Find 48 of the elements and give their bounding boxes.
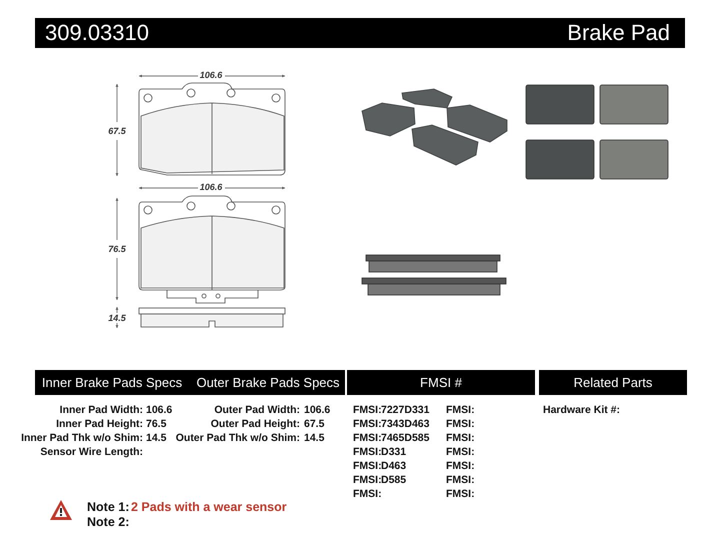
fmsi-value: 7227D331 [381, 405, 430, 416]
fmsi-label: FMSI: [446, 475, 475, 486]
dimension-label: 14.5 [108, 314, 126, 323]
fmsi-value: D331 [381, 447, 406, 458]
dimension-label: 106.6 [200, 183, 222, 192]
fmsi-label: FMSI: [446, 461, 475, 472]
fmsi-label: FMSI: [353, 419, 382, 430]
fmsi-label: FMSI: [446, 489, 475, 500]
spec-label: Outer Pad Width: [214, 405, 300, 416]
spec-value: 106.6 [304, 405, 330, 416]
column-header: Related Parts [574, 376, 652, 389]
fmsi-value: 7343D463 [381, 419, 430, 430]
spec-value: 14.5 [304, 433, 324, 444]
fmsi-value: D463 [381, 461, 406, 472]
note-text: 2 Pads with a wear sensor [131, 501, 287, 514]
dimension-label: 106.6 [200, 71, 222, 80]
spec-label: Inner Pad Height: [56, 419, 143, 430]
fmsi-value: 7465D585 [381, 433, 430, 444]
dimension-label: 76.5 [108, 245, 126, 254]
note-label: Note 1: [87, 501, 130, 514]
fmsi-label: FMSI: [446, 447, 475, 458]
fmsi-label: FMSI: [353, 405, 382, 416]
spec-value: 67.5 [304, 419, 324, 430]
fmsi-label: FMSI: [446, 405, 475, 416]
spec-label: Outer Pad Height: [210, 419, 300, 430]
column-header: FMSI # [420, 376, 462, 389]
spec-value: 76.5 [146, 419, 166, 430]
spec-value: 106.6 [146, 405, 172, 416]
product-title: Brake Pad [567, 22, 670, 44]
fmsi-label: FMSI: [353, 447, 382, 458]
column-header: Outer Brake Pads Specs [196, 376, 340, 389]
part-number-title: 309.03310 [45, 22, 149, 44]
spec-label: Hardware Kit #: [543, 405, 620, 416]
fmsi-label: FMSI: [446, 433, 475, 444]
note-label: Note 2: [87, 516, 130, 528]
fmsi-label: FMSI: [353, 475, 382, 486]
fmsi-label: FMSI: [353, 489, 382, 500]
spec-label: Inner Pad Thk w/o Shim: [21, 433, 143, 444]
spec-label: Sensor Wire Length: [40, 447, 143, 458]
fmsi-label: FMSI: [446, 419, 475, 430]
fmsi-label: FMSI: [353, 433, 382, 444]
column-header: Inner Brake Pads Specs [42, 376, 182, 389]
spec-value: 14.5 [146, 433, 166, 444]
spec-label: Inner Pad Width: [60, 405, 143, 416]
fmsi-value: D585 [381, 475, 406, 486]
spec-label: Outer Pad Thk w/o Shim: [176, 433, 300, 444]
dimension-label: 67.5 [108, 127, 126, 136]
fmsi-label: FMSI: [353, 461, 382, 472]
